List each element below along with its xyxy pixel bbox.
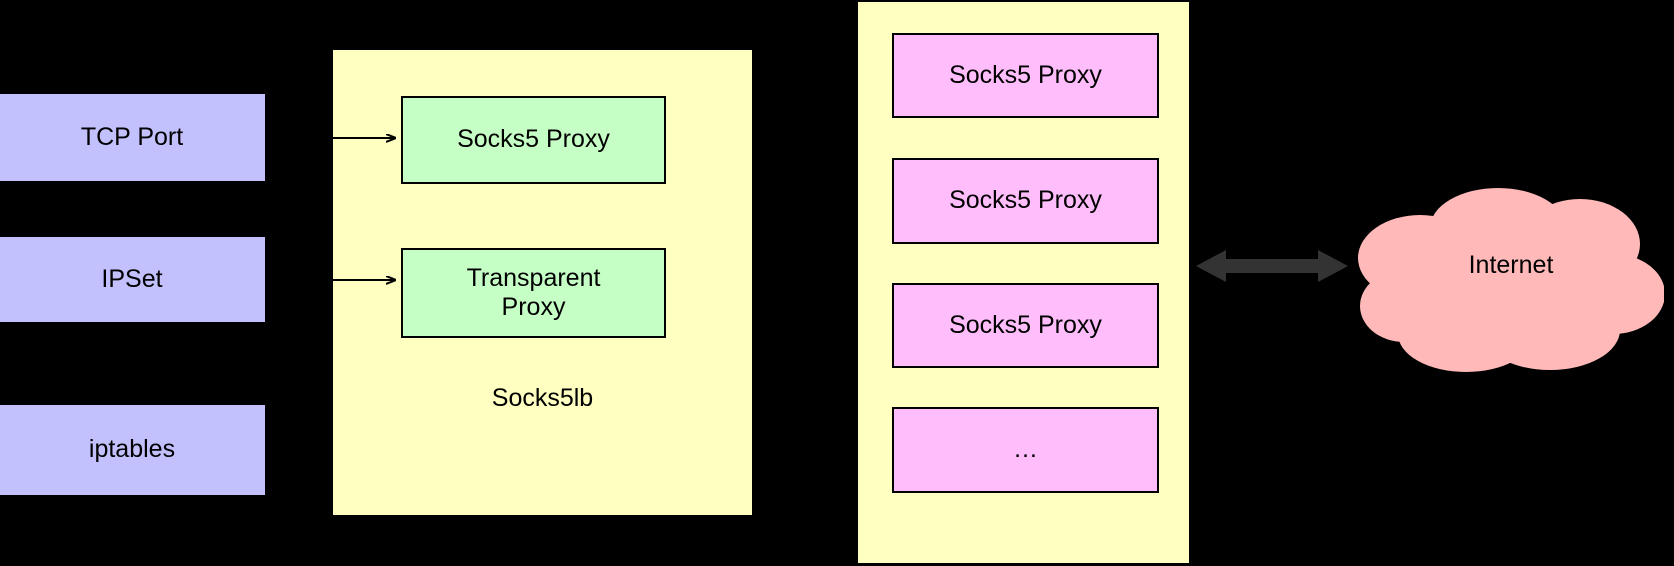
socks5lb-transparent-proxy-box[interactable]: Transparent Proxy bbox=[401, 248, 666, 338]
client-box-iptables[interactable]: iptables bbox=[0, 404, 266, 496]
client-box-tcp-port[interactable]: TCP Port bbox=[0, 93, 266, 182]
arrow-ipset-to-transparent-proxy bbox=[333, 258, 405, 302]
arrow-upstream-to-internet bbox=[1196, 250, 1348, 282]
upstream-socks5-proxy-box-3[interactable]: Socks5 Proxy bbox=[892, 283, 1159, 368]
upstream-socks5-proxy-box-2[interactable]: Socks5 Proxy bbox=[892, 158, 1159, 244]
internet-label: Internet bbox=[1468, 251, 1554, 280]
socks5lb-socks5-proxy-box[interactable]: Socks5 Proxy bbox=[401, 96, 666, 184]
group-label-socks5lb: Socks5lb bbox=[491, 384, 594, 413]
arrow-tcp-port-to-socks5-proxy bbox=[333, 116, 405, 160]
upstream-socks5-proxy-box-ellipsis[interactable]: … bbox=[892, 407, 1159, 493]
internet-cloud-shape bbox=[1358, 188, 1664, 372]
upstream-socks5-proxy-box-1[interactable]: Socks5 Proxy bbox=[892, 33, 1159, 118]
client-box-ipset[interactable]: IPSet bbox=[0, 236, 266, 323]
